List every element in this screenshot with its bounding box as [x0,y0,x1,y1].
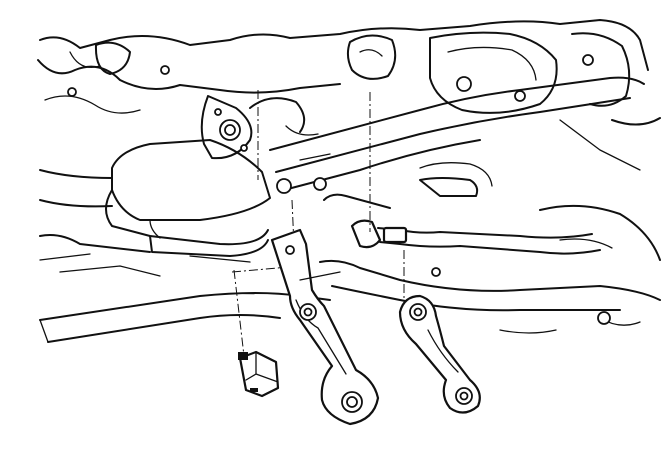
tie-rod [323,162,601,255]
clip [238,350,280,398]
engine-block [37,19,661,171]
bracket-small [398,294,481,414]
bracket-large [270,228,380,426]
crossmember-frame [39,76,661,343]
background-lines [39,253,557,334]
oil-pan [39,139,271,257]
